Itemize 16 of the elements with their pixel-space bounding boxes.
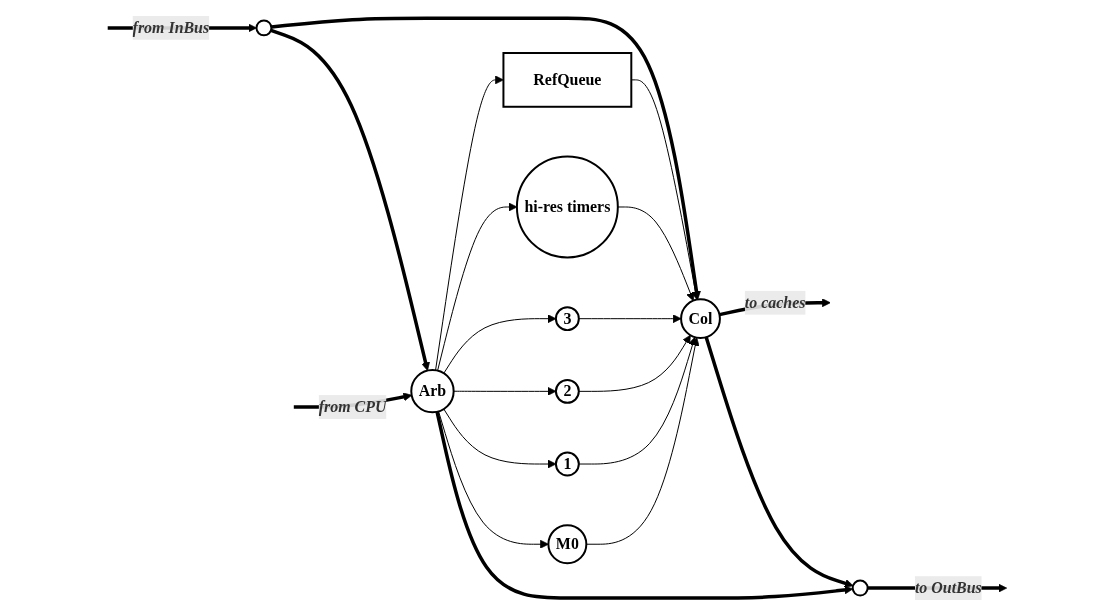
node-circle [255,19,273,37]
arrow [270,28,431,371]
edge-label: to OutBus [915,579,983,597]
node-circle: 1 [555,451,581,477]
node-circle: 3 [555,306,581,332]
arrow [704,336,854,588]
node-circle: 2 [555,378,581,404]
edge-label: from InBus [132,18,210,36]
node-box: RefQueue [502,52,633,108]
node-circle [852,579,869,597]
node-circle: M0 [547,524,588,565]
node-circle: Arb [410,368,455,414]
node-circle: hi-res timers [516,155,620,259]
edge-label: to caches [745,293,806,311]
node-circle: Col [680,298,722,340]
edge-label: from CPU [319,398,387,416]
